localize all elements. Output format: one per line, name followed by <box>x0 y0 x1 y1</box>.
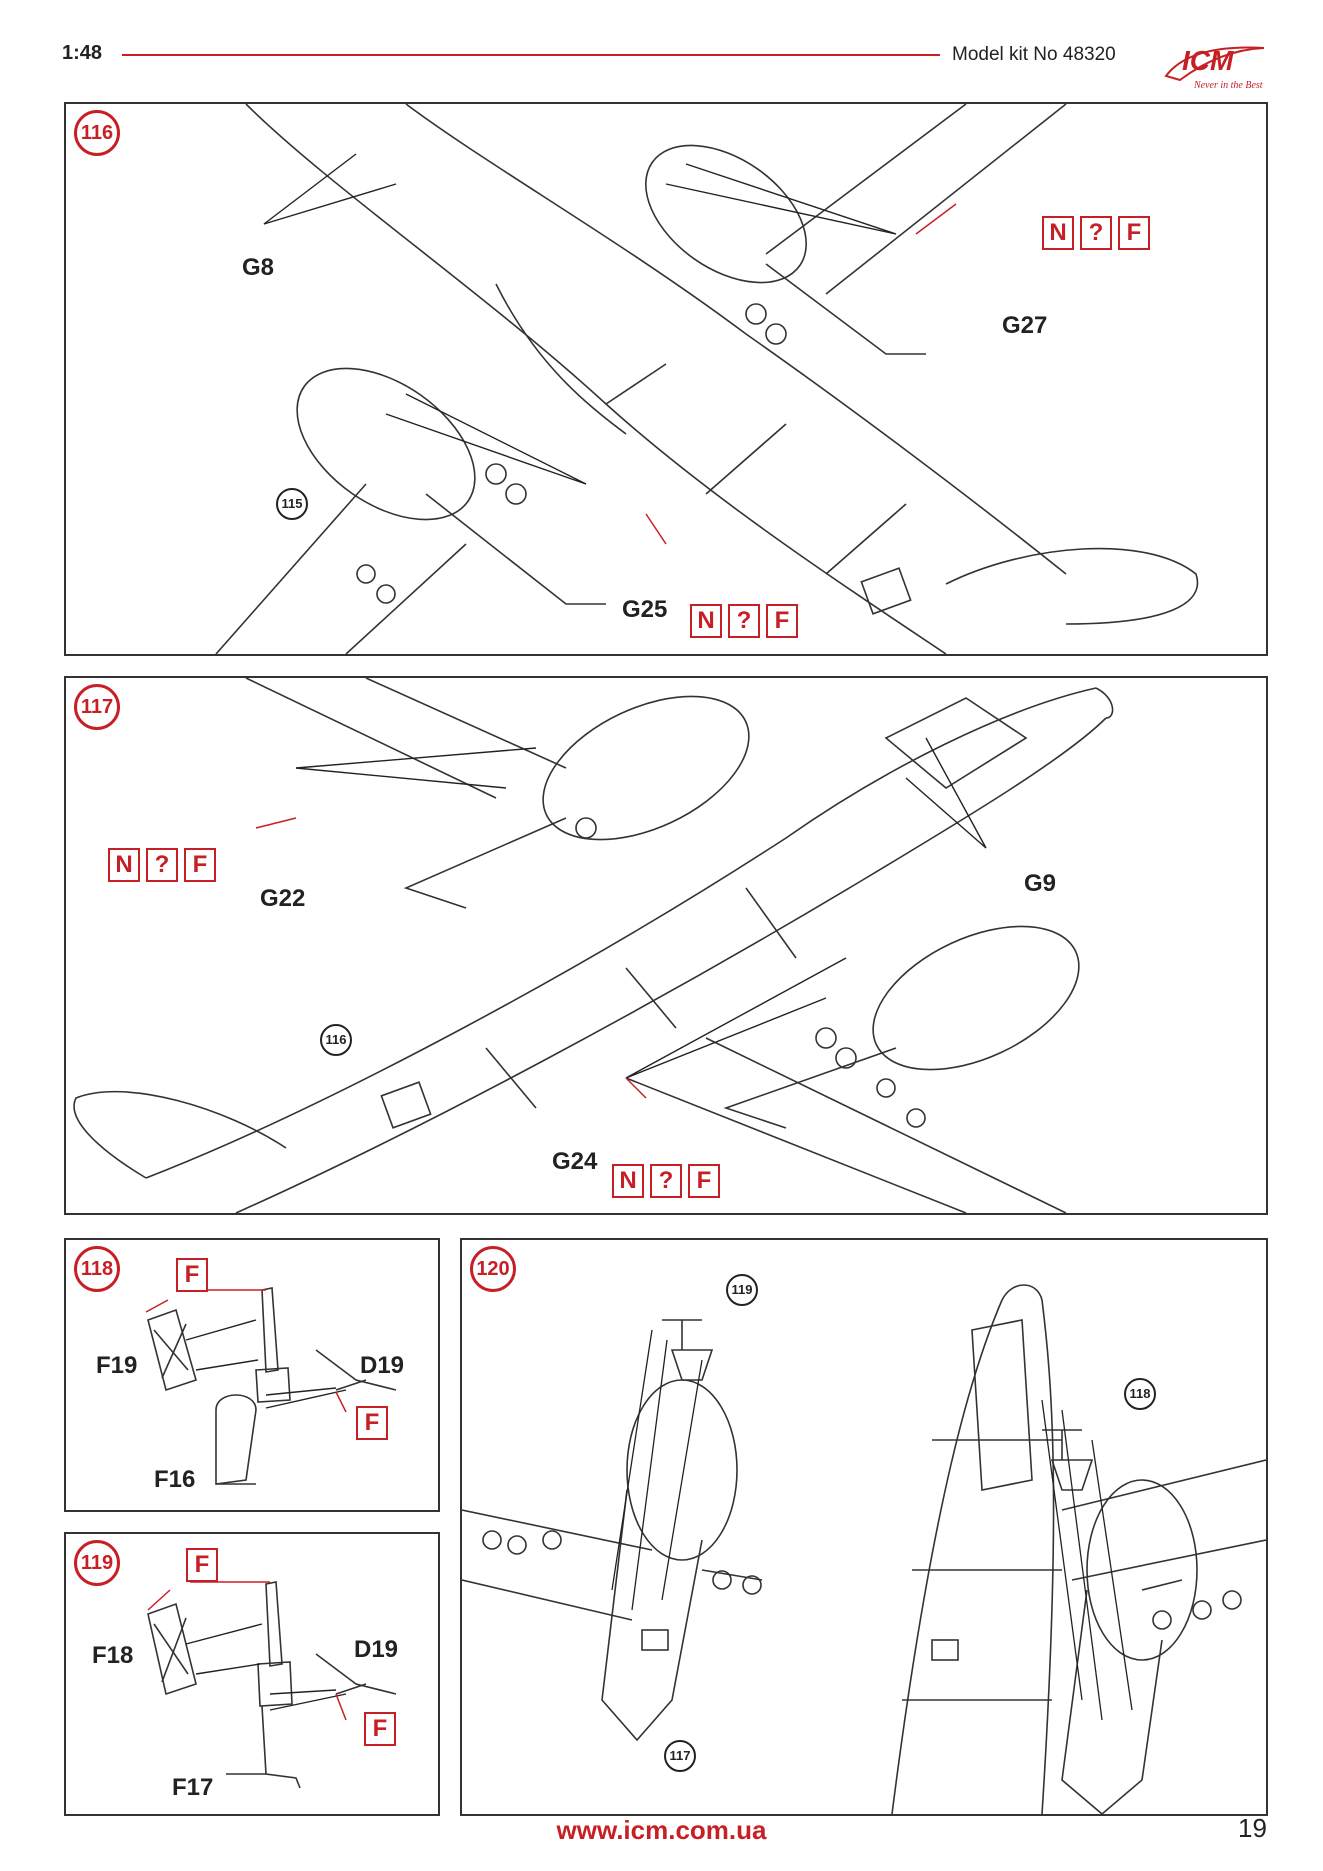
step-119-panel: 119 F18 D19 F17 F F <box>64 1532 440 1816</box>
step-number-badge: 118 <box>74 1246 120 1292</box>
option-flag-q: ? <box>650 1164 682 1198</box>
step-number-badge: 120 <box>470 1246 516 1292</box>
header-rule <box>122 54 940 56</box>
ref-step-117: 117 <box>664 1740 696 1772</box>
step-118-drawing <box>145 1287 397 1485</box>
step-number-badge: 119 <box>74 1540 120 1586</box>
ref-step-118: 118 <box>1124 1378 1156 1410</box>
option-flag-f: F <box>176 1258 208 1292</box>
part-label-g27: G27 <box>1002 312 1048 339</box>
ref-step-119: 119 <box>726 1274 758 1306</box>
option-flag-f: F <box>766 604 798 638</box>
step-120-panel: 120 <box>460 1238 1268 1816</box>
page-number: 19 <box>1238 1813 1267 1843</box>
step-number-badge: 116 <box>74 110 120 156</box>
part-label-f18: F18 <box>92 1642 134 1669</box>
step-117-panel: 117 <box>64 676 1268 1215</box>
option-flag-f: F <box>364 1712 396 1746</box>
step-118-panel: 118 F19 D19 F16 F F <box>64 1238 440 1512</box>
part-label-f16: F16 <box>154 1466 196 1493</box>
option-flag-f: F <box>186 1548 218 1582</box>
part-label-d19: D19 <box>360 1352 405 1379</box>
option-flag-f: F <box>356 1406 388 1440</box>
ref-step-115: 115 <box>276 488 308 520</box>
part-label-g24: G24 <box>552 1148 598 1175</box>
option-flag-f: F <box>184 848 216 882</box>
part-label-f17: F17 <box>172 1774 214 1801</box>
part-label-f19: F19 <box>96 1352 138 1379</box>
step-120-drawing <box>462 1284 1266 1814</box>
option-flag-n: N <box>1042 216 1074 250</box>
part-label-g25: G25 <box>622 596 668 623</box>
kit-number: Model kit No 48320 <box>952 44 1116 65</box>
svg-text:Never in the Best: Never in the Best <box>1193 80 1263 91</box>
option-flag-f: F <box>1118 216 1150 250</box>
option-flag-n: N <box>612 1164 644 1198</box>
option-flag-q: ? <box>146 848 178 882</box>
part-label-g9: G9 <box>1024 870 1057 897</box>
svg-text:ICM: ICM <box>1182 45 1234 76</box>
step-116-panel: 116 <box>64 102 1268 656</box>
part-label-g8: G8 <box>242 254 275 281</box>
step-number-badge: 117 <box>74 684 120 730</box>
website-link[interactable]: www.icm.com.ua <box>556 1815 767 1845</box>
option-flag-n: N <box>108 848 140 882</box>
option-flag-q: ? <box>728 604 760 638</box>
step-116-drawing <box>215 104 1199 654</box>
ref-step-116: 116 <box>320 1024 352 1056</box>
step-119-drawing <box>147 1581 397 1789</box>
icm-logo: ICM Never in the Best <box>1160 40 1270 96</box>
step-117-drawing <box>73 678 1114 1213</box>
scale-label: 1:48 <box>62 42 103 64</box>
part-label-g22: G22 <box>260 885 306 912</box>
option-flag-f: F <box>688 1164 720 1198</box>
option-flag-q: ? <box>1080 216 1112 250</box>
part-label-d19: D19 <box>354 1636 399 1663</box>
option-flag-n: N <box>690 604 722 638</box>
